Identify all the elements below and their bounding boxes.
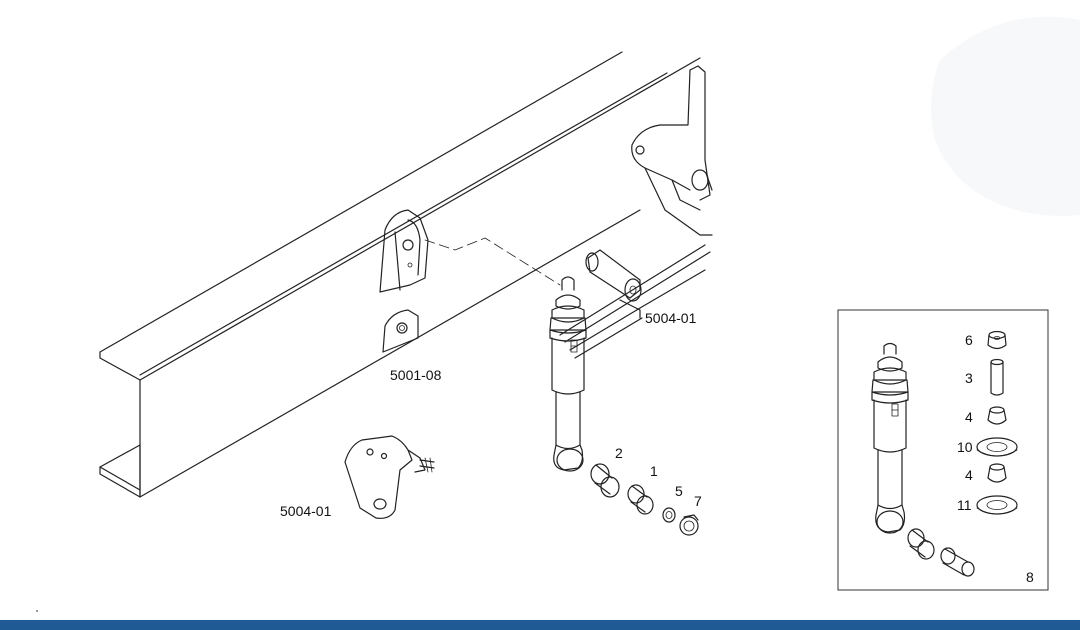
assembly-dashed-line: [424, 237, 561, 286]
leaf-spring: [559, 244, 711, 359]
label-5004-01-bottom: 5004-01: [280, 503, 332, 519]
inset-label-6: 6: [965, 332, 973, 348]
background-shape: [931, 16, 1080, 216]
bottom-accent-bar: [0, 620, 1080, 630]
inset-bushing-4a: [987, 406, 1007, 425]
inset-bushing-a: [907, 528, 935, 560]
inset-label-3: 3: [965, 370, 973, 386]
label-5001-08: 5001-08: [390, 367, 442, 383]
label-part-5: 5: [675, 483, 683, 499]
stray-dot: [36, 610, 38, 612]
label-part-7: 7: [694, 493, 702, 509]
washer-5: [662, 507, 676, 523]
nut-7: [679, 514, 699, 536]
inset-panel: 6 3 4 10 4 11 8: [837, 309, 1049, 591]
lower-bracket: [344, 435, 435, 519]
inset-shock-absorber: [871, 342, 909, 534]
upper-shock-mount-bracket: [379, 209, 429, 293]
label-part-1: 1: [650, 463, 658, 479]
inset-bushing-4b: [987, 463, 1007, 483]
inset-washer-10: [976, 437, 1018, 457]
inset-sleeve-3: [990, 358, 1004, 396]
inset-washer-11: [976, 495, 1018, 515]
bushing-1: [627, 484, 654, 515]
inset-label-8: 8: [1026, 569, 1034, 585]
inset-label-10: 10: [957, 439, 973, 455]
inset-label-11: 11: [957, 497, 972, 513]
shock-absorber: [549, 276, 587, 472]
axle-clamp: [585, 249, 642, 319]
inset-label-4a: 4: [965, 409, 973, 425]
label-part-2: 2: [615, 445, 623, 461]
inset-cap-6: [987, 330, 1007, 350]
spring-hanger-bracket: [631, 65, 713, 236]
chassis-frame-rail: [99, 51, 701, 498]
label-5004-01-right: 5004-01: [645, 310, 697, 326]
frame-plate: [382, 309, 419, 353]
inset-bushing-b: [940, 547, 975, 577]
bushing-2: [590, 463, 620, 498]
inset-label-4b: 4: [965, 467, 973, 483]
